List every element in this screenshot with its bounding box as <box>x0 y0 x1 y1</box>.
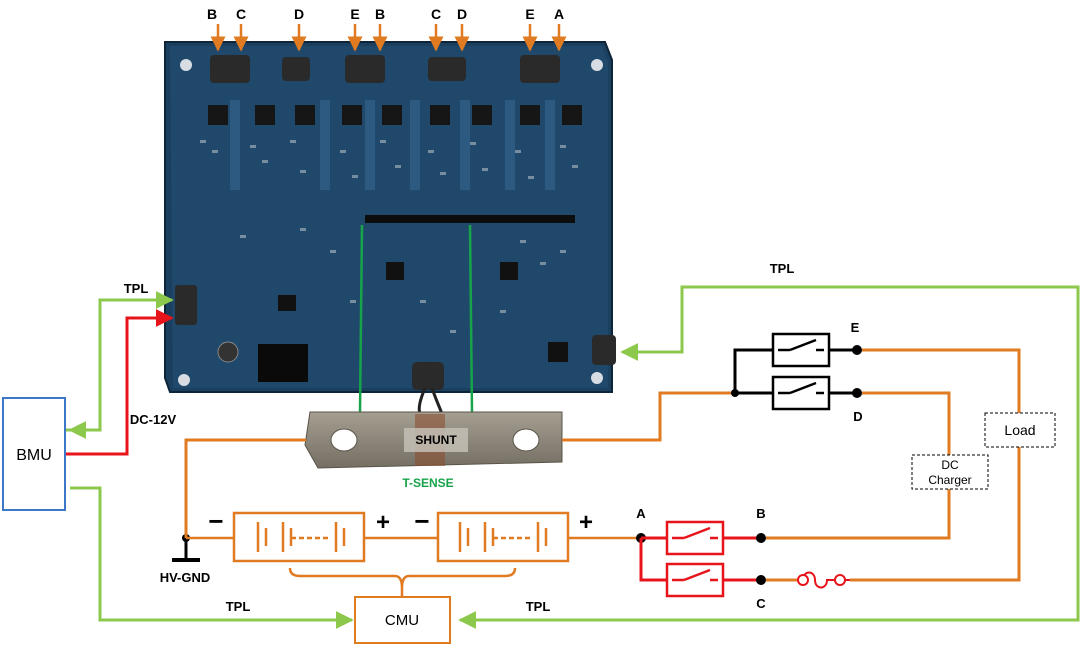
top-label: D <box>294 6 304 22</box>
top-arrows <box>210 24 567 52</box>
main-contactors: A B C <box>636 506 766 611</box>
bmu-box: BMU <box>2 397 66 511</box>
pcb-board <box>164 41 616 393</box>
tsense-wires <box>358 224 474 413</box>
shunt: SHUNT <box>304 411 563 469</box>
tpl-bottom-left-label: TPL <box>226 599 251 614</box>
tpl-wires <box>66 285 1080 629</box>
top-connector-labels: B C D E B C D E A <box>207 6 564 22</box>
pcb-trace-strips <box>230 100 555 190</box>
pcb-header-strip <box>365 215 575 223</box>
plus2-label: + <box>579 509 593 536</box>
node-a-label: A <box>636 506 646 521</box>
top-label: C <box>431 6 441 22</box>
tpl-right-label: TPL <box>770 261 795 276</box>
tpl-left-label: TPL <box>124 281 149 296</box>
top-label: A <box>554 6 564 22</box>
shunt-label: SHUNT <box>415 433 457 447</box>
pcb-right-ic <box>548 342 568 362</box>
pcb-left-connector <box>175 285 197 325</box>
pcb-mcu-right <box>500 262 518 280</box>
plus1-label: + <box>376 509 390 536</box>
node-c-label: C <box>756 596 766 611</box>
dc-charger-box: DC Charger <box>911 454 989 490</box>
tpl-bottom-right-label: TPL <box>526 599 551 614</box>
battery-string <box>186 511 640 597</box>
shunt-to-gnd-wire <box>184 438 306 538</box>
pcb-temp-sensor <box>412 362 444 390</box>
pcb-ic-columns <box>208 105 582 125</box>
pcb-right-connector <box>592 335 616 365</box>
dc-charger-label-line2: Charger <box>928 473 971 487</box>
top-label: E <box>525 6 534 22</box>
dc12v-wire <box>66 309 174 456</box>
battery-terminals: − + − + <box>208 506 593 536</box>
pcb-capacitor <box>217 341 239 363</box>
pcb-power-module <box>258 344 308 382</box>
top-label: D <box>457 6 467 22</box>
dc12v-label: DC-12V <box>130 412 177 427</box>
top-label: B <box>207 6 217 22</box>
pcb-left-ic <box>278 295 296 311</box>
node-b-label: B <box>756 506 765 521</box>
load-contactors: E D <box>562 320 863 442</box>
bmu-label: BMU <box>16 447 52 464</box>
minus2-label: − <box>414 506 429 536</box>
minus1-label: − <box>208 506 223 536</box>
cmu-label: CMU <box>385 612 419 629</box>
cmu-box: CMU <box>354 596 451 644</box>
top-label: C <box>236 6 246 22</box>
load-label: Load <box>1004 422 1035 438</box>
hvgnd-label: HV-GND <box>160 570 211 585</box>
top-label: E <box>350 6 359 22</box>
pcb-top-connectors <box>210 55 560 83</box>
top-label: B <box>375 6 385 22</box>
right-wiring <box>766 348 1021 589</box>
pcb-mcu-left <box>386 262 404 280</box>
tsense-label: T-SENSE <box>402 476 453 490</box>
dc-charger-label-line1: DC <box>941 458 959 472</box>
load-box: Load <box>984 412 1056 448</box>
node-d-label: D <box>853 409 862 424</box>
node-e-label: E <box>851 320 860 335</box>
pcb-components <box>200 140 578 333</box>
